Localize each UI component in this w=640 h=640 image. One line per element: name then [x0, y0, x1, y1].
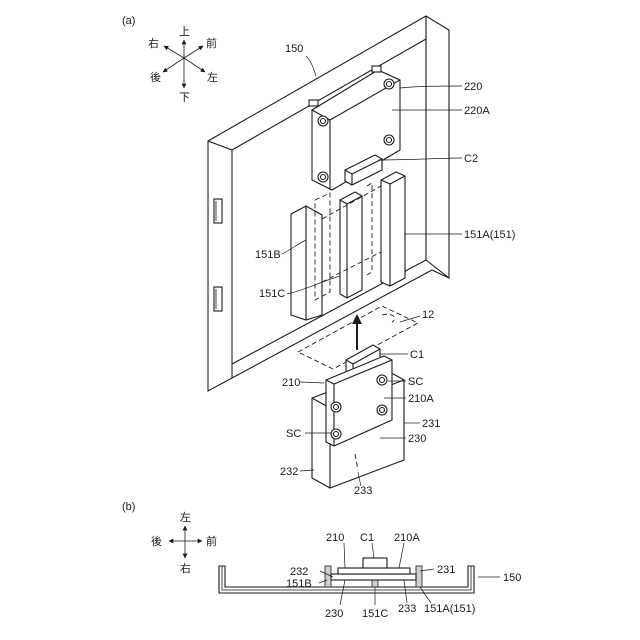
- compass-b-down-label: 右: [180, 561, 191, 575]
- label-150-a: 150: [285, 43, 303, 55]
- compass-right-label: 右: [148, 36, 159, 50]
- wall-slot-lower: [214, 287, 222, 311]
- compass-b: 左 右 後 前: [151, 511, 217, 575]
- label-232: 232: [280, 466, 298, 478]
- label-b-210A: 210A: [394, 532, 420, 544]
- compass-right-arrow: [164, 46, 184, 58]
- panel-a: (a) 上 下 右 前 後 左: [122, 15, 515, 497]
- compass-a: 上 下 右 前 後 左: [148, 25, 218, 104]
- label-151B: 151B: [255, 249, 281, 261]
- plate-230-section: [331, 574, 416, 580]
- label-sc-upper: SC: [408, 376, 423, 388]
- compass-back-arrow: [163, 58, 184, 72]
- label-b-232: 232: [290, 566, 308, 578]
- label-b-230: 230: [325, 608, 343, 620]
- panel-b-label: (b): [122, 501, 135, 513]
- label-230: 230: [408, 433, 426, 445]
- label-210A: 210A: [408, 393, 434, 405]
- label-12: 12: [422, 309, 434, 321]
- label-210: 210: [282, 377, 300, 389]
- compass-up-label: 上: [179, 25, 190, 38]
- label-151A: 151A(151): [464, 229, 515, 241]
- rail-151A-section: [416, 566, 422, 587]
- main-wall-150: [208, 16, 449, 391]
- label-b-151A: 151A(151): [424, 603, 475, 615]
- label-b-c1: C1: [360, 532, 374, 544]
- label-b-151B: 151B: [286, 578, 312, 590]
- compass-back-label: 後: [150, 70, 161, 84]
- compass-b-right-label: 前: [206, 534, 217, 548]
- label-b-151C: 151C: [362, 608, 388, 620]
- label-c2: C2: [464, 153, 478, 165]
- label-151C: 151C: [259, 288, 285, 300]
- board-210-section: [338, 568, 410, 574]
- label-sc-lower: SC: [286, 428, 301, 440]
- compass-front-label: 前: [206, 36, 217, 50]
- panel-a-label: (a): [122, 15, 135, 27]
- label-b-210: 210: [326, 532, 344, 544]
- label-231: 231: [422, 418, 440, 430]
- panel-b: (b) 左 右 後 前: [122, 501, 521, 620]
- rail-151B-section: [325, 566, 331, 587]
- wall-slot-upper: [214, 199, 222, 223]
- label-b-150: 150: [503, 572, 521, 584]
- compass-b-left-label: 後: [151, 534, 162, 548]
- label-233: 233: [354, 485, 372, 497]
- label-b-233: 233: [398, 603, 416, 615]
- label-220: 220: [464, 81, 482, 93]
- compass-down-label: 下: [179, 91, 190, 104]
- label-c1: C1: [410, 349, 424, 361]
- connector-c1-section: [363, 558, 387, 568]
- compass-b-up-label: 左: [180, 511, 191, 524]
- cross-section: [219, 558, 474, 593]
- compass-left-arrow: [184, 58, 205, 72]
- label-b-231: 231: [437, 564, 455, 576]
- label-220A: 220A: [464, 105, 490, 117]
- compass-left-label: 左: [207, 71, 218, 84]
- compass-front-arrow: [184, 46, 203, 58]
